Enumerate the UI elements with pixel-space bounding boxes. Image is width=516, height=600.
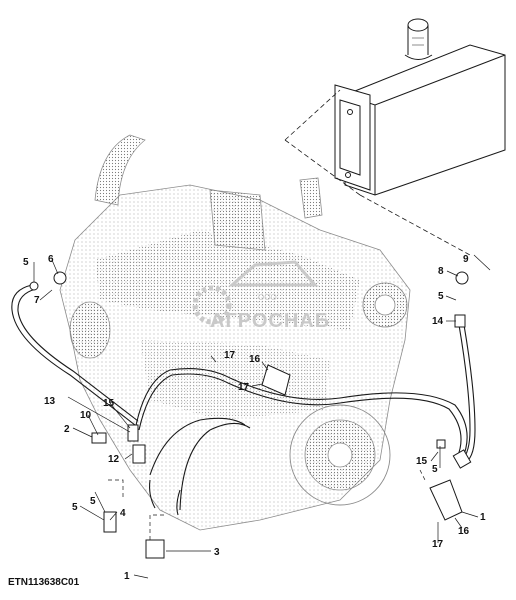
callout-16: 16 <box>458 526 470 537</box>
callout-6: 6 <box>48 254 54 265</box>
callout-5: 5 <box>90 496 96 507</box>
engine-block <box>59 134 411 531</box>
watermark: ООО АГРОСНАБ <box>192 260 330 332</box>
fluid-tank <box>334 18 506 196</box>
tank-leader-lines <box>284 89 471 256</box>
callout-9: 9 <box>463 254 469 265</box>
callout-17: 17 <box>432 539 444 550</box>
callout-14: 15 <box>103 398 115 409</box>
watermark-prefix: ООО <box>258 293 277 302</box>
callout-5: 5 <box>23 257 29 268</box>
leader-dashed <box>108 469 426 540</box>
callout-2: 2 <box>64 424 70 435</box>
callout-5: 5 <box>432 464 438 475</box>
callout-17: 17 <box>238 382 250 393</box>
callout-labels: 5 6 7 9 8 5 14 13 10 15 2 12 5 5 4 3 1 1… <box>23 254 486 582</box>
callout-13: 14 <box>432 316 444 327</box>
callout-16: 16 <box>249 354 261 365</box>
callout-17: 17 <box>224 350 236 361</box>
callout-4: 4 <box>120 508 126 519</box>
callout-5: 5 <box>438 291 444 302</box>
leader-lines <box>33 254 491 579</box>
callout-3: 3 <box>214 547 220 558</box>
callout-12: 13 <box>44 396 56 407</box>
callout-10: 10 <box>80 410 92 421</box>
callout-1: 1 <box>480 512 486 523</box>
callout-5: 5 <box>72 502 78 513</box>
watermark-company: АГРОСНАБ <box>210 310 330 332</box>
hose-lines <box>11 284 476 516</box>
figure-reference-code: ETN113638C01 <box>8 577 80 588</box>
callout-1: 1 <box>124 571 130 582</box>
callout-8: 8 <box>438 266 444 277</box>
callout-11: 12 <box>108 454 120 465</box>
callout-15: 15 <box>416 456 428 467</box>
callout-7: 7 <box>34 295 40 306</box>
